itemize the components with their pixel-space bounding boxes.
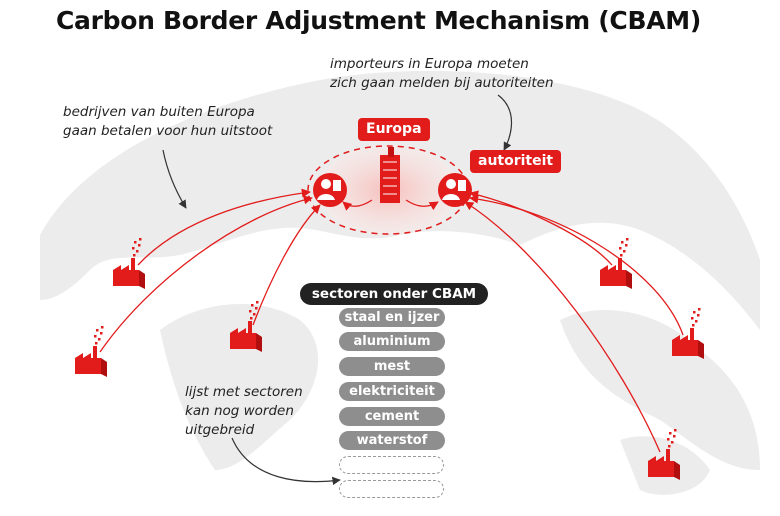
factory-icon: [672, 308, 704, 359]
note-companies: bedrijven van buiten Europa gaan betalen…: [63, 103, 272, 141]
factory-icon: [600, 238, 632, 289]
factory-icon: [113, 238, 145, 289]
note-sectors: lijst met sectoren kan nog worden uitgeb…: [185, 383, 303, 440]
factories: [75, 238, 704, 480]
note-line: uitgebreid: [185, 422, 255, 438]
sector-item: elektriciteit: [339, 382, 445, 401]
note-importers: importeurs in Europa moeten zich gaan me…: [330, 55, 554, 93]
sector-list-header: sectoren onder CBAM: [300, 283, 488, 305]
sector-item: mest: [339, 357, 445, 376]
note-line: lijst met sectoren: [185, 384, 303, 400]
note-line: gaan betalen voor hun uitstoot: [63, 123, 273, 139]
authority-label: autoriteit: [470, 150, 562, 173]
arrow-europe-officer-right: [405, 199, 439, 211]
factory-icon: [648, 429, 680, 480]
sector-item: staal en ijzer: [339, 308, 445, 327]
sector-placeholder: [339, 456, 444, 474]
arrow-factory-2: [99, 195, 313, 353]
arrow-factory-3: [252, 204, 321, 326]
flow-arrows: [99, 188, 684, 453]
note-line: bedrijven van buiten Europa: [63, 104, 255, 120]
building-icon: [380, 147, 400, 203]
factory-icon: [75, 326, 107, 377]
note-line: importeurs in Europa moeten: [330, 56, 529, 72]
note-line: kan nog worden: [185, 403, 294, 419]
annotation-arrows: [162, 94, 512, 486]
arrow-europe-officer-left: [342, 199, 373, 211]
arrow-factory-6: [464, 201, 661, 453]
customs-officer-icon: [438, 173, 472, 207]
customs-officer-icon: [313, 173, 347, 207]
europe-label: Europa: [358, 118, 430, 141]
sector-item: waterstof: [339, 431, 445, 450]
arrow-factory-4: [469, 190, 613, 266]
arrow-factory-1: [137, 188, 311, 266]
sector-placeholder: [339, 480, 444, 498]
sector-item: aluminium: [339, 332, 445, 351]
sector-item: cement: [339, 407, 445, 426]
factory-icon: [230, 301, 262, 352]
note-line: zich gaan melden bij autoriteiten: [330, 75, 554, 91]
arrow-factory-5: [469, 194, 684, 336]
page-title: Carbon Border Adjustment Mechanism (CBAM…: [56, 6, 701, 35]
